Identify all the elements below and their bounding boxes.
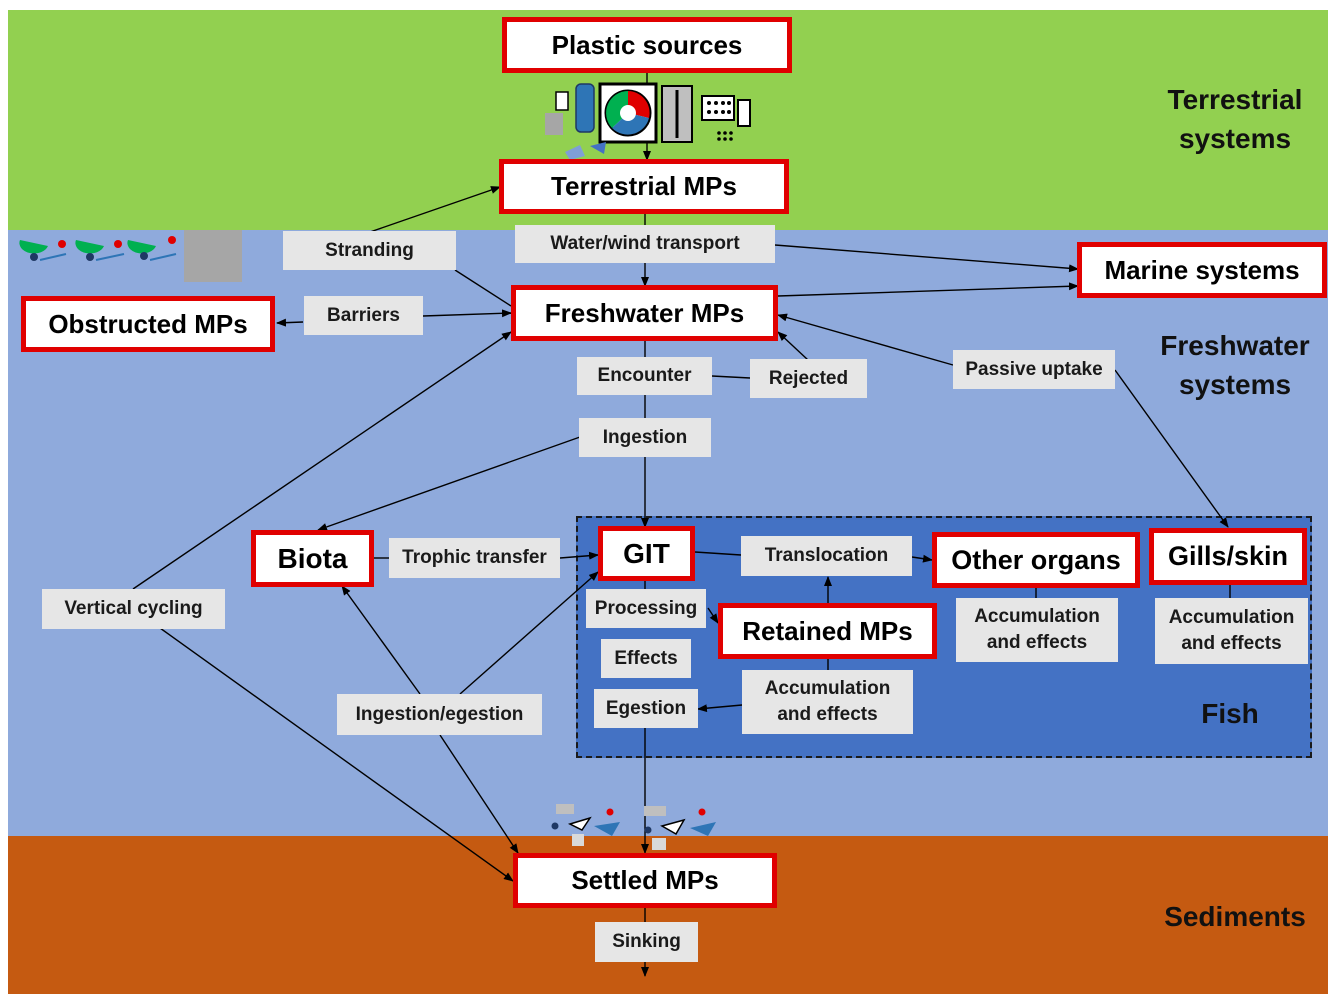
node-gills-skin: Gills/skin <box>1149 528 1307 585</box>
link-iegest-settled <box>439 734 519 854</box>
label-accumulation-retained: Accumulation and effects <box>742 670 913 734</box>
link-git-translocation <box>694 551 742 556</box>
link-freshwater-marine <box>777 282 1079 297</box>
sediments-zone-title: Sediments <box>1164 901 1306 932</box>
label-effects: Effects <box>601 639 691 678</box>
link-vertical-settled <box>159 627 514 882</box>
node-marine-systems: Marine systems <box>1077 242 1327 298</box>
link-iegest-biota <box>341 585 421 695</box>
node-git: GIT <box>598 526 695 581</box>
link-trophic-git <box>559 551 599 560</box>
label-trophic-transfer: Trophic transfer <box>389 538 560 578</box>
label-rejected: Rejected <box>750 359 867 398</box>
label-vertical-cycling: Vertical cycling <box>42 589 225 629</box>
link-iegest-git <box>459 571 599 695</box>
link-vertical-freshwater <box>132 331 512 590</box>
node-plastic-sources: Plastic sources <box>502 17 792 73</box>
link-rejected-freshwater <box>777 331 809 361</box>
settling-plastics-icon <box>551 804 716 850</box>
link-passive-gills <box>1114 369 1229 528</box>
terrestrial-zone-title: Terrestrial systems <box>1167 84 1303 155</box>
freshwater-zone-title: Freshwater systems <box>1160 330 1310 401</box>
label-accumulation-organs: Accumulation and effects <box>956 598 1118 662</box>
fish-zone-title: Fish <box>1201 698 1259 729</box>
link-translocation-organs <box>911 554 933 563</box>
label-water-wind-transport: Water/wind transport <box>515 225 775 263</box>
node-obstructed-mps: Obstructed MPs <box>21 296 275 352</box>
link-barriers-freshwater <box>422 309 512 318</box>
label-stranding: Stranding <box>283 231 456 270</box>
label-translocation: Translocation <box>741 536 912 576</box>
link-barriers-obstructed <box>276 318 304 327</box>
link-freshwater-stranding <box>454 269 512 307</box>
label-passive-uptake: Passive uptake <box>953 350 1115 389</box>
link-accumulation-egestion <box>697 704 743 713</box>
node-biota: Biota <box>251 530 374 587</box>
label-encounter: Encounter <box>577 357 712 395</box>
label-sinking: Sinking <box>595 922 698 962</box>
label-processing: Processing <box>586 589 706 628</box>
link-passive-freshwater <box>777 313 954 366</box>
link-stranding-terrestrial <box>369 186 501 233</box>
label-accumulation-gills: Accumulation and effects <box>1155 598 1308 664</box>
link-encounter-rejected <box>711 375 751 379</box>
floating-plastics-icon <box>19 230 242 282</box>
label-ingestion-egestion: Ingestion/egestion <box>337 694 542 735</box>
link-processing-retained <box>707 607 719 624</box>
label-ingestion: Ingestion <box>579 418 711 457</box>
node-freshwater-mps: Freshwater MPs <box>511 285 778 341</box>
plastic-items-icon <box>545 82 751 160</box>
node-retained-mps: Retained MPs <box>718 603 937 659</box>
label-egestion: Egestion <box>594 689 698 728</box>
label-barriers: Barriers <box>304 296 423 335</box>
node-other-organs: Other organs <box>932 532 1140 588</box>
node-settled-mps: Settled MPs <box>513 853 777 908</box>
node-terrestrial-mps: Terrestrial MPs <box>499 159 789 214</box>
link-water-marine <box>774 244 1079 273</box>
link-ingestion-biota <box>317 436 581 531</box>
